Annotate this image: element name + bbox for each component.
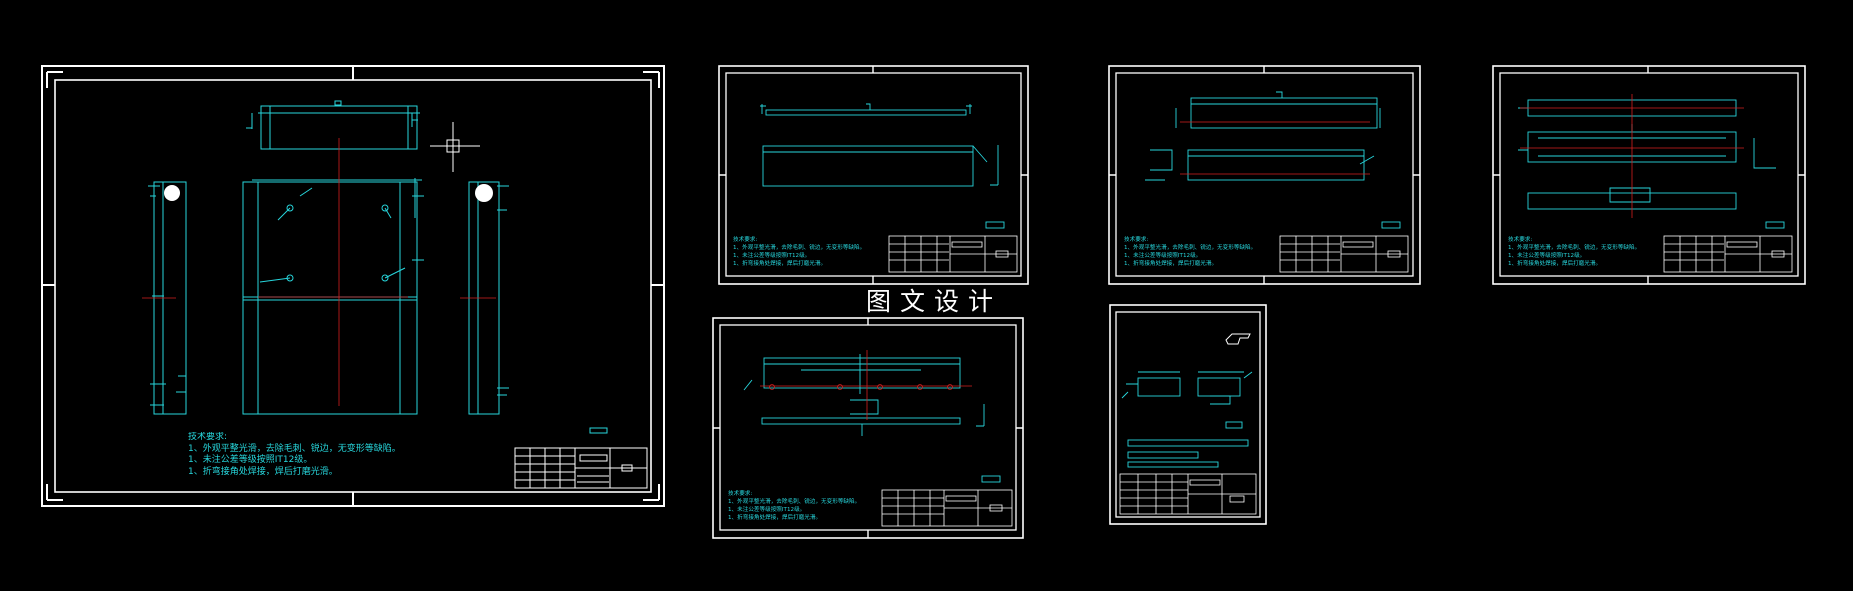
sheet-5-centerlines [760,350,972,420]
main-sheet-notes: 技术要求: 1、外观平整光滑，去除毛刺、锐边，无变形等缺陷。 1、未注公差等级按… [188,432,401,477]
main-notes-title: 技术要求: [188,432,228,442]
sheet-4-notes: 技术要求: 1、外观平整光滑，去除毛刺、锐边，无变形等缺陷。 1、未注公差等级按… [1508,237,1641,267]
watermark-text: 图文设计 [866,287,1003,316]
sheet-5-geometry [743,354,1001,483]
main-note-1: 1、外观平整光滑，去除毛刺、锐边，无变形等缺陷。 [188,443,401,454]
sheet-4-note-1: 1、外观平整光滑，去除毛刺、锐边，无变形等缺陷。 [1508,245,1641,251]
sheet-5 [712,317,1024,539]
sheet-3-note-1: 1、外观平整光滑，去除毛刺、锐边，无变形等缺陷。 [1124,245,1257,251]
sheet-5-note-2: 1、未注公差等级按照IT12级。 [728,507,806,513]
sheet-6-geometry [1121,371,1253,468]
sheet-5-notes-title: 技术要求: [728,491,753,497]
sheet-4-notes-title: 技术要求: [1508,237,1533,243]
main-centerlines [142,138,496,406]
sheet-3 [1108,65,1421,285]
crosshair-cursor-icon [430,122,480,172]
main-holes [164,184,493,202]
sheet-3-note-2: 1、未注公差等级按照IT12级。 [1124,253,1202,259]
sheet-2 [718,65,1029,285]
sheet-2-note-2: 1、未注公差等级按照IT12级。 [733,253,811,259]
sheet-4 [1492,65,1806,285]
sheet-3-centerlines [1180,121,1370,175]
sheet-5-notes: 技术要求: 1、外观平整光滑，去除毛刺、锐边，无变形等缺陷。 1、未注公差等级按… [728,491,861,521]
sheet-2-notes-title: 技术要求: [733,237,758,243]
sheet-4-centerlines [1520,94,1744,218]
main-title-block [514,447,648,489]
sheet-5-note-3: 1、折弯接角处焊接，焊后打磨光滑。 [728,515,822,521]
sheet-5-note-1: 1、外观平整光滑，去除毛刺、锐边，无变形等缺陷。 [728,499,861,505]
sheet-2-note-3: 1、折弯接角处焊接，焊后打磨光滑。 [733,261,827,267]
sheet-main [41,65,665,507]
main-note-2: 1、未注公差等级按照IT12级。 [188,455,313,465]
sheet-3-note-3: 1、折弯接角处焊接，焊后打磨光滑。 [1124,261,1218,267]
sheet-2-note-1: 1、外观平整光滑，去除毛刺、锐边，无变形等缺陷。 [733,245,866,251]
sheet-3-notes: 技术要求: 1、外观平整光滑，去除毛刺、锐边，无变形等缺陷。 1、未注公差等级按… [1124,237,1257,267]
hand-pointer-icon [1225,333,1251,345]
sheet-2-notes: 技术要求: 1、外观平整光滑，去除毛刺、锐边，无变形等缺陷。 1、未注公差等级按… [733,237,866,267]
sheet-4-geometry [1518,99,1785,229]
sheet-4-note-2: 1、未注公差等级按照IT12级。 [1508,253,1586,259]
sheet-3-geometry [1145,91,1401,229]
sheet-3-notes-title: 技术要求: [1124,237,1149,243]
main-note-3: 1、折弯接角处焊接，焊后打磨光滑。 [188,466,338,477]
sheet-6 [1109,304,1267,525]
sheet-2-geometry [760,103,1005,229]
sheet-4-note-3: 1、折弯接角处焊接，焊后打磨光滑。 [1508,261,1602,267]
main-geometry [148,100,608,434]
